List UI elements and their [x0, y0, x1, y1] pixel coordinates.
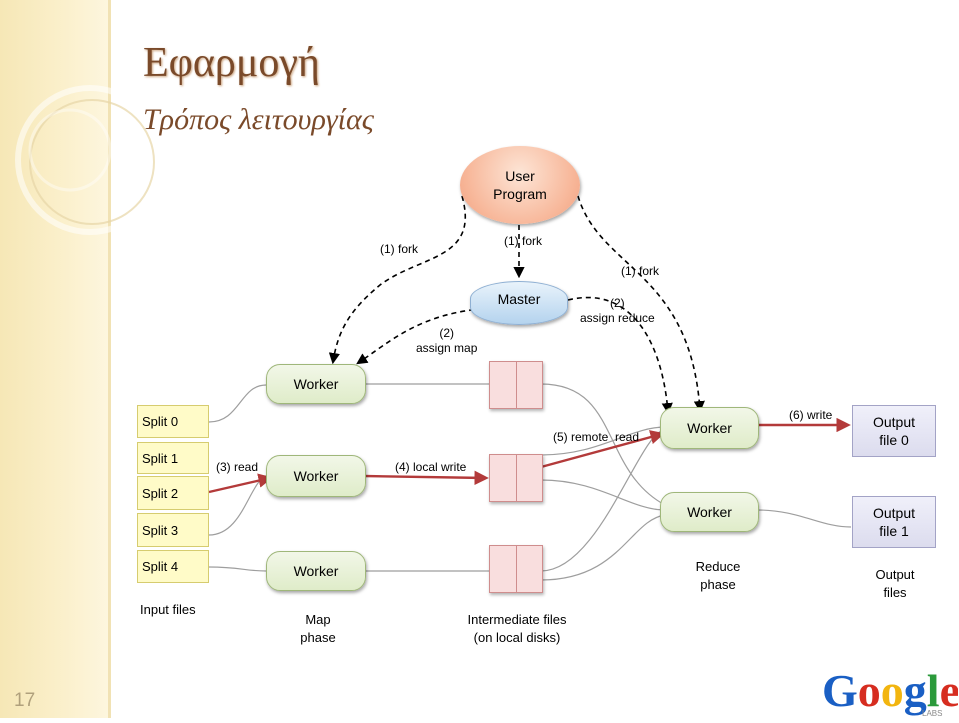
split-0: Split 0 [137, 405, 209, 438]
map-worker-1: Worker [266, 364, 366, 404]
logo-letter: o [881, 665, 904, 716]
svg-text:Google: Google [822, 665, 958, 716]
google-labs-logo-mark: Google LABS [822, 665, 959, 718]
decorative-rings [15, 85, 165, 235]
slide-number: 17 [14, 690, 36, 711]
logo-letter: l [927, 665, 940, 716]
reduce-worker-2: Worker [660, 492, 759, 532]
caption-output-files: Output files [875, 567, 915, 600]
fork-right-arrow [577, 195, 705, 413]
google-labs-logo: Google LABS [820, 658, 959, 718]
intermediate-file-3 [489, 545, 543, 593]
split-4: Split 4 [137, 550, 209, 583]
logo-letter: e [940, 665, 958, 716]
logo-letter: o [858, 665, 881, 716]
caption-map-phase: Map phase [300, 612, 336, 645]
reduce-worker-1: Worker [660, 407, 759, 449]
map-worker-2: Worker [266, 455, 366, 497]
remote-read-arrow [540, 430, 665, 469]
local-write-arrow [363, 470, 489, 486]
logo-labs-text: LABS [922, 709, 942, 718]
split-2: Split 2 [137, 476, 209, 510]
caption-input-files: Input files [140, 602, 196, 617]
intermediate-file-2 [489, 454, 543, 502]
assign-map-arrow [356, 307, 493, 365]
remote-read-label: (5) remote read [553, 430, 640, 444]
master-node: Master [470, 281, 568, 325]
output-file-1: Output file 1 [852, 496, 936, 548]
read-label: (3) read [216, 460, 259, 474]
page-title: Εφαρμογή [143, 40, 320, 86]
output-file-0: Output file 0 [852, 405, 936, 457]
map-worker-3: Worker [266, 551, 366, 591]
sidebar-band [0, 0, 108, 718]
logo-letter: G [822, 665, 858, 716]
sidebar-edge [108, 0, 111, 718]
split-3: Split 3 [137, 513, 209, 547]
caption-intermediate-files: Intermediate files (on local disks) [467, 612, 567, 645]
fork-center-label: (1) fork [504, 234, 543, 248]
local-write-label: (4) local write [395, 460, 467, 474]
intermediate-file-1 [489, 361, 543, 409]
caption-reduce-phase: Reduce phase [695, 559, 741, 592]
fork-left-arrow [328, 195, 467, 365]
assign-reduce-arrow [567, 296, 673, 415]
assign-map-label: (2) assign map [416, 326, 478, 355]
page-subtitle: Τρόπος λειτουργίας [143, 103, 374, 136]
logo-letter: g [904, 665, 927, 716]
split-1: Split 1 [137, 442, 209, 474]
assign-reduce-label: (2) assign reduce [580, 296, 655, 325]
fork-left-label: (1) fork [380, 242, 419, 256]
read-arrow [208, 473, 273, 494]
user-program-node: User Program [460, 146, 580, 224]
write-label: (6) write [789, 408, 833, 422]
fork-right-label: (1) fork [621, 264, 660, 278]
